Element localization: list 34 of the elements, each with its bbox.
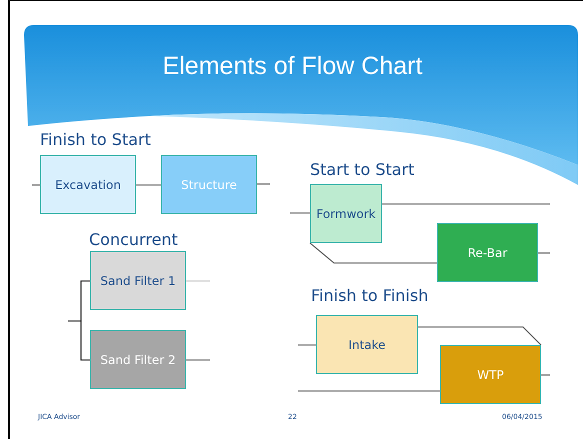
connector-line (186, 280, 210, 282)
task-label: Re-Bar (468, 246, 508, 260)
task-label: Intake (348, 338, 386, 352)
task-box (90, 251, 186, 310)
connector-line (257, 183, 270, 185)
task-box (437, 223, 538, 282)
task-label: Structure (181, 178, 237, 192)
section-heading: Start to Start (310, 160, 414, 179)
section-heading: Finish to Finish (311, 286, 428, 305)
task-box (90, 330, 186, 389)
task-label: WTP (477, 368, 504, 382)
connector-line (538, 252, 550, 254)
section-heading: Concurrent (89, 230, 178, 249)
connector-line (290, 212, 310, 214)
connector-line (298, 390, 440, 392)
connector-line (298, 344, 316, 346)
connector-line (186, 359, 210, 361)
section-heading: Finish to Start (40, 130, 151, 149)
connector-line (382, 203, 550, 205)
connector-line (541, 374, 550, 376)
connector-line (136, 184, 161, 186)
connector-line (32, 184, 40, 186)
task-label: Sand Filter 1 (100, 274, 176, 288)
task-label: Sand Filter 2 (100, 352, 176, 366)
slide-title: Elements of Flow Chart (162, 52, 424, 81)
connector-line (418, 326, 542, 346)
task-box (316, 315, 418, 374)
task-label: Formwork (316, 206, 376, 220)
task-box (161, 155, 257, 214)
connector-line (310, 242, 437, 264)
task-label: Excavation (55, 178, 121, 192)
task-box (310, 184, 382, 243)
task-box (40, 155, 136, 214)
task-box (440, 345, 541, 404)
